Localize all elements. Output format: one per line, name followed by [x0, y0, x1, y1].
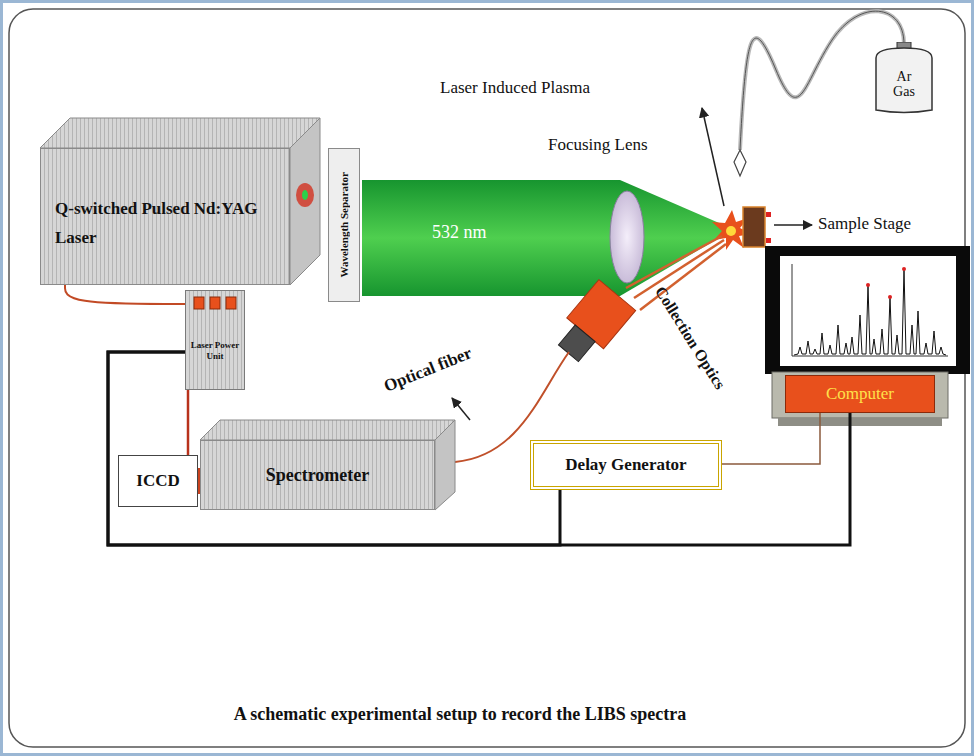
node-text: Computer [826, 384, 894, 404]
part-label: Focusing Lens [548, 135, 648, 155]
stage-screw [766, 238, 771, 243]
wavelength-separator: Wavelength Separator [328, 148, 360, 302]
node-text: Ar Gas [888, 69, 920, 100]
spectrometer-box: Spectrometer [200, 440, 435, 510]
monitor-frame [765, 246, 970, 374]
sample-stage [743, 207, 765, 247]
node-text: ICCD [136, 471, 179, 491]
peak-marker [902, 267, 906, 271]
part-label: Sample Stage [818, 214, 911, 234]
laser-box: Q-switched Pulsed Nd:YAG Laser [40, 148, 290, 285]
plot-axis [792, 264, 793, 356]
part-label: Laser Induced Plasma [440, 78, 590, 98]
spectrum-trace [794, 269, 946, 355]
spectrometer-top [200, 420, 455, 440]
light-ray [626, 236, 722, 288]
leader-arrow [452, 398, 470, 420]
node-text: Spectrometer [266, 465, 370, 486]
power-buttons [186, 291, 244, 313]
optics-barrel [558, 325, 595, 362]
connector-wire [108, 352, 560, 545]
monitor-stand [778, 418, 942, 426]
node-text: Laser Power Unit [189, 340, 241, 363]
plasma-core [726, 226, 736, 236]
gas-nozzle [734, 150, 746, 176]
collection-optics [550, 280, 636, 369]
spectrum-plot [792, 264, 948, 356]
node-text: Wavelength Separator [338, 172, 350, 277]
monitor-base [772, 372, 948, 418]
connector-wire [187, 390, 190, 455]
laser-side [290, 118, 320, 285]
focusing-lens [610, 191, 644, 283]
power-unit: Laser Power Unit [185, 290, 245, 390]
leader-arrow [774, 224, 812, 226]
light-ray [634, 240, 724, 298]
laser-top [40, 118, 320, 148]
spectrometer-side [435, 420, 455, 510]
iccd-box: ICCD [118, 455, 198, 507]
leader-arrow [702, 108, 724, 206]
laser-aperture-core [302, 190, 308, 200]
light-ray [640, 244, 726, 310]
node-text: Q-switched Pulsed Nd:YAG Laser [55, 195, 275, 253]
gas-cylinder: Ar Gas [873, 42, 935, 114]
stage-screw [766, 212, 771, 217]
laser-beam [362, 180, 726, 296]
delay-generator: Delay Generator [530, 440, 722, 490]
caption: A schematic experimental setup to record… [100, 704, 820, 725]
laser-aperture [296, 183, 314, 207]
panel-frame [9, 9, 965, 747]
part-label: Optical fiber [381, 343, 475, 396]
node-text: Delay Generator [565, 455, 686, 475]
plot-axis [792, 356, 948, 357]
computer-label-box: Computer [785, 375, 935, 413]
wavelength-label: 532 nm [432, 222, 487, 243]
monitor-screen [780, 256, 956, 366]
connector-wire [722, 413, 820, 464]
part-label: Collection Optics [651, 283, 729, 392]
connector-wire [65, 285, 185, 304]
peak-marker [888, 295, 892, 299]
peak-marker [866, 283, 870, 287]
